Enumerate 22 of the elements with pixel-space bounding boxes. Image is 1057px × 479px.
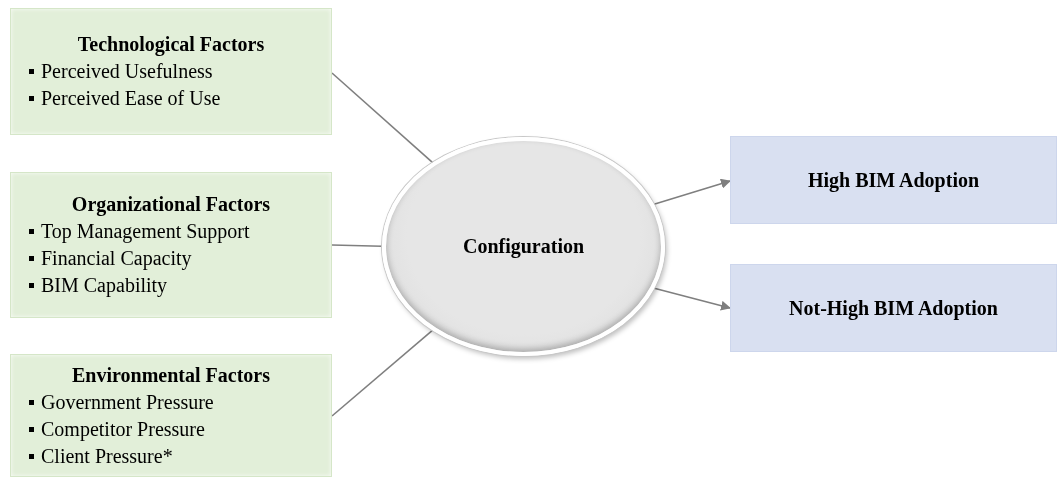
factor-heading: Organizational Factors	[70, 192, 272, 218]
ellipse-label: Configuration	[462, 235, 585, 258]
factor-box	[10, 172, 332, 318]
factor-item: Government Pressure	[41, 389, 214, 415]
factor-heading: Technological Factors	[76, 32, 266, 58]
factor-item: Top Management Support	[41, 219, 250, 245]
factor-item: Perceived Ease of Use	[41, 86, 221, 111]
connector-line	[331, 72, 434, 164]
factor-item: Client Pressure*	[41, 443, 173, 469]
connector-line	[331, 329, 434, 417]
outcome-box	[730, 136, 1057, 224]
factor-box	[10, 354, 332, 477]
outcome-label: High BIM Adoption	[807, 168, 980, 192]
factor-item: BIM Capability	[41, 273, 168, 299]
factor-heading: Environmental Factors	[71, 362, 271, 388]
factor-item: Competitor Pressure	[41, 416, 205, 443]
factor-item: Financial Capacity	[41, 246, 192, 272]
connector-line	[331, 244, 383, 247]
factor-item: Perceived Usefulness	[41, 59, 213, 84]
outcome-box	[730, 264, 1057, 352]
factor-box	[10, 8, 332, 135]
outcome-label: Not-High BIM Adoption	[789, 296, 998, 320]
